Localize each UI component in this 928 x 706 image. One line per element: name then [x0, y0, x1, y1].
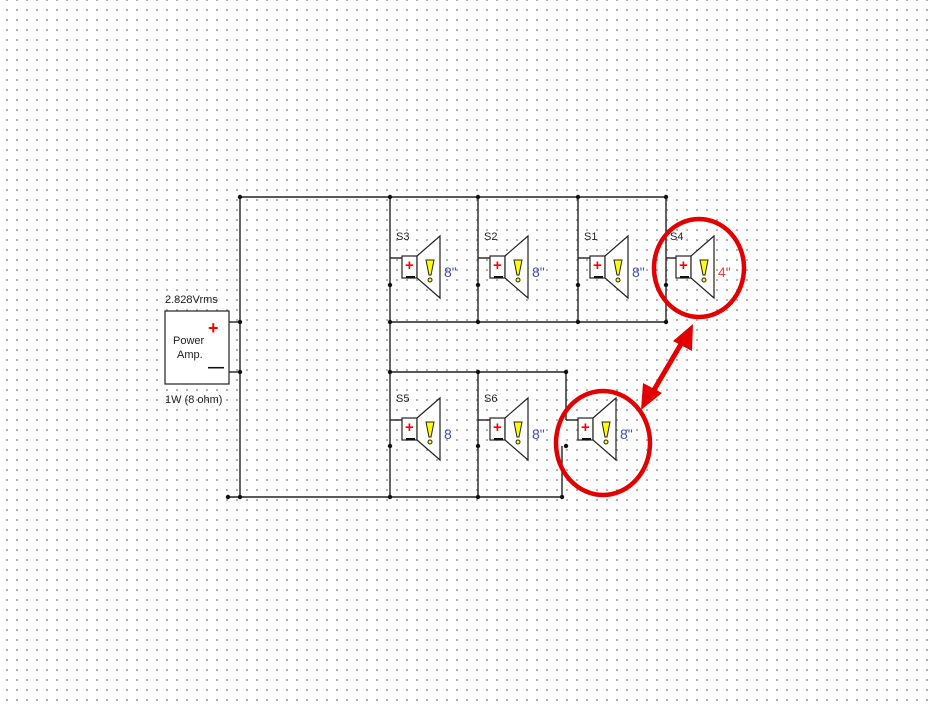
speaker-s6[interactable]: + S6 8" [484, 393, 545, 462]
annotations [553, 216, 747, 498]
junction-dot [225, 494, 231, 500]
junction-dot [575, 319, 581, 325]
speaker-size-label: 8" [632, 264, 645, 280]
speaker-size-label: 8" [532, 264, 545, 280]
junction-dot [575, 282, 581, 288]
junction-dot [475, 494, 481, 500]
speaker-label: S3 [396, 231, 409, 243]
speaker-plus-icon: + [405, 419, 414, 436]
amplifier-plus-terminal: + [208, 318, 219, 338]
junction-dot [237, 194, 243, 200]
junction-dot [563, 369, 569, 375]
amplifier-box[interactable] [164, 310, 230, 385]
speaker-plus-icon: + [581, 419, 590, 436]
speaker-size-label: 8 [444, 426, 452, 442]
swap-arrow-head-up [673, 324, 693, 351]
junction-dot [663, 319, 669, 325]
speaker-label: S2 [484, 231, 497, 243]
speaker-label: S1 [584, 231, 597, 243]
junction-dot [563, 443, 569, 449]
speaker-size-label: 8" [532, 426, 545, 442]
junction-dot [237, 369, 243, 375]
junction-dot [387, 194, 393, 200]
speaker-plus-icon: + [493, 257, 502, 274]
power-amplifier[interactable]: 2.828Vrms Power Amp. + — 1W (8 ohm) [164, 294, 230, 406]
junction-dot [475, 194, 481, 200]
junction-dot [387, 494, 393, 500]
speaker-s2[interactable]: + S2 8" [484, 231, 545, 300]
junction-dot [663, 282, 669, 288]
speaker-warning-dot [427, 277, 433, 283]
speaker-label: S6 [484, 393, 497, 405]
speaker-s4[interactable]: + S4 4" [670, 231, 731, 300]
junctions [225, 194, 669, 500]
junction-dot [575, 194, 581, 200]
speaker-minus-icon [582, 438, 591, 440]
speaker-size-label: 4" [718, 264, 731, 280]
amplifier-name-line2: Amp. [177, 349, 203, 361]
speakers: +S38"+S28"+S18"+S44"+S58+S68"+8" [396, 231, 731, 462]
speaker-label: S4 [670, 231, 683, 243]
speaker-plus-icon: + [593, 257, 602, 274]
junction-dot [237, 494, 243, 500]
amplifier-voltage-label: 2.828Vrms [165, 294, 218, 306]
highlight-circle-s4 [651, 216, 747, 320]
junction-dot [475, 319, 481, 325]
speaker-warning-dot [615, 277, 621, 283]
speaker-plus-icon: + [405, 257, 414, 274]
speaker-warning-icon [601, 421, 611, 438]
speaker-minus-icon [594, 276, 603, 278]
speaker-warning-dot [515, 277, 521, 283]
swap-arrow-head-down [641, 383, 662, 410]
speaker-minus-icon [680, 276, 689, 278]
junction-dot [475, 443, 481, 449]
junction-dot [387, 319, 393, 325]
speaker-minus-icon [406, 276, 415, 278]
amplifier-name-line1: Power [173, 335, 205, 347]
swap-arrow-shaft [648, 337, 687, 397]
amplifier-minus-terminal: — [208, 359, 224, 376]
junction-dot [387, 369, 393, 375]
speaker-warning-icon [425, 421, 435, 438]
speaker-warning-dot [701, 277, 707, 283]
speaker-s3[interactable]: + S3 8" [396, 231, 457, 300]
speaker-warning-icon [425, 259, 435, 276]
junction-dot [663, 194, 669, 200]
speaker-warning-icon [513, 421, 523, 438]
speaker-minus-icon [406, 438, 415, 440]
speaker-s7[interactable]: +8" [577, 396, 633, 462]
speaker-warning-dot [427, 439, 433, 445]
speaker-warning-dot [603, 439, 609, 445]
speaker-warning-icon [513, 259, 523, 276]
speaker-s5[interactable]: + S5 8 [396, 393, 452, 462]
speaker-minus-icon [494, 438, 503, 440]
speaker-size-label: 8" [620, 426, 633, 442]
speaker-plus-icon: + [493, 419, 502, 436]
junction-dot [475, 369, 481, 375]
junction-dot [475, 282, 481, 288]
junction-dot [387, 282, 393, 288]
junction-dot [559, 494, 565, 500]
speaker-minus-icon [494, 276, 503, 278]
junction-dot [237, 319, 243, 325]
highlight-circle-s7 [553, 388, 653, 498]
speaker-plus-icon: + [679, 257, 688, 274]
speaker-label: S5 [396, 393, 409, 405]
amplifier-rating-label: 1W (8 ohm) [165, 394, 222, 406]
speaker-warning-icon [699, 259, 709, 276]
speaker-warning-icon [613, 259, 623, 276]
junction-dot [387, 443, 393, 449]
speaker-size-label: 8" [444, 264, 457, 280]
speaker-warning-dot [515, 439, 521, 445]
speaker-s1[interactable]: + S1 8" [584, 231, 645, 300]
